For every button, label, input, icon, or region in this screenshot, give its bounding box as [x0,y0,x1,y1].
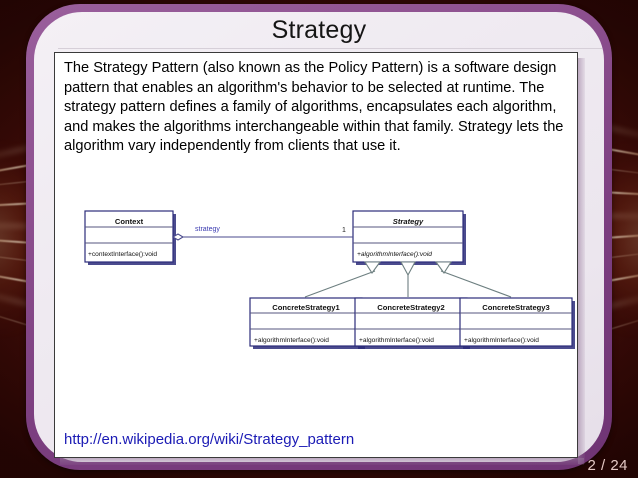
uml-class-diagram: .bx { fill:#ffffff; stroke:#2c2c7a; stro… [55,53,577,457]
page-number: 2 / 24 [587,457,628,474]
uml-class-concretestrategy3: ConcreteStrategy3 +algorithmInterface():… [459,297,575,349]
svg-text:+algorithmInterface():void: +algorithmInterface():void [357,251,432,258]
body-paragraph: The Strategy Pattern (also known as the … [64,60,564,155]
content-panel-shadow-bottom [60,458,584,465]
page-title: Strategy [271,16,367,44]
svg-text:+algorithmInterface():void: +algorithmInterface():void [254,337,329,344]
svg-text:1: 1 [342,227,346,234]
svg-text:strategy: strategy [195,226,220,233]
svg-text:Strategy: Strategy [393,217,424,226]
content-panel: The Strategy Pattern (also known as the … [54,52,578,458]
svg-text:+contextInterface():void: +contextInterface():void [88,251,157,258]
uml-class-concretestrategy2: ConcreteStrategy2 +algorithmInterface():… [354,297,470,349]
svg-text:ConcreteStrategy3: ConcreteStrategy3 [482,303,550,312]
source-url-link[interactable]: http://en.wikipedia.org/wiki/Strategy_pa… [64,431,355,448]
uml-class-context: Context +contextInterface():void [84,210,176,265]
svg-text:+algorithmInterface():void: +algorithmInterface():void [464,337,539,344]
uml-class-strategy: Strategy +algorithmInterface():void [352,210,466,265]
svg-text:+algorithmInterface():void: +algorithmInterface():void [359,337,434,344]
uml-association-strategy: strategy 1 [171,226,353,241]
svg-text:Context: Context [115,217,144,226]
content-panel-shadow-right [578,58,585,464]
svg-text:ConcreteStrategy1: ConcreteStrategy1 [272,303,340,312]
uml-generalizations [304,261,512,298]
uml-class-concretestrategy1: ConcreteStrategy1 +algorithmInterface():… [249,297,365,349]
svg-text:ConcreteStrategy2: ConcreteStrategy2 [377,303,445,312]
title-divider [58,48,602,49]
